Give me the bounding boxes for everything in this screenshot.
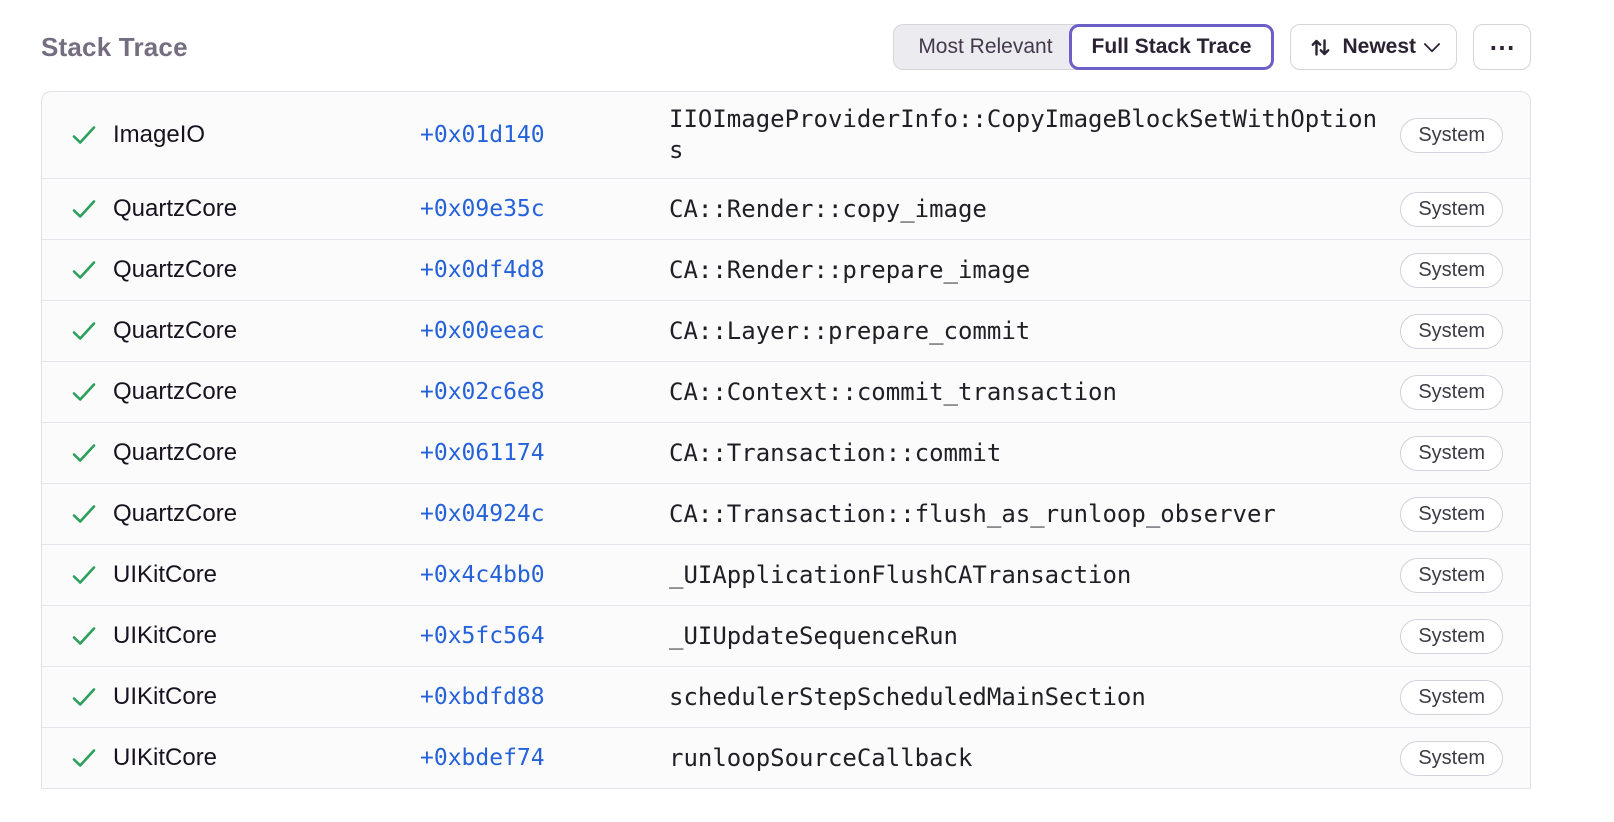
toggle-most-relevant[interactable]: Most Relevant xyxy=(893,24,1077,70)
frame-function: schedulerStepScheduledMainSection xyxy=(669,682,1146,711)
stack-frame-row[interactable]: QuartzCore +0x09e35c CA::Render::copy_im… xyxy=(42,179,1530,240)
frame-function: _UIApplicationFlushCATransaction xyxy=(669,560,1132,589)
stack-frame-row[interactable]: QuartzCore +0x04924c CA::Transaction::fl… xyxy=(42,484,1530,545)
frame-offset-link[interactable]: +0xbdfd88 xyxy=(420,684,545,710)
frame-system-badge: System xyxy=(1400,117,1503,153)
stack-trace-header: Stack Trace Most Relevant Full Stack Tra… xyxy=(41,24,1531,70)
frame-module: UIKitCore xyxy=(113,561,218,588)
stack-frame-row[interactable]: UIKitCore +0xbdfd88 schedulerStepSchedul… xyxy=(42,667,1530,728)
frame-system-badge: System xyxy=(1400,740,1503,776)
frame-module: QuartzCore xyxy=(113,256,238,283)
check-icon xyxy=(69,120,113,150)
frame-offset-link[interactable]: +0x04924c xyxy=(420,501,545,527)
frame-module: UIKitCore xyxy=(113,683,218,710)
check-icon xyxy=(69,743,113,773)
check-icon xyxy=(69,194,113,224)
stack-frame-row[interactable]: QuartzCore +0x00eeac CA::Layer::prepare_… xyxy=(42,301,1530,362)
frame-function: CA::Transaction::commit xyxy=(669,438,1002,467)
sort-button[interactable]: Newest xyxy=(1290,24,1457,70)
sort-button-label: Newest xyxy=(1342,35,1416,58)
check-icon xyxy=(69,316,113,346)
check-icon xyxy=(69,438,113,468)
stack-frame-row[interactable]: UIKitCore +0x5fc564 _UIUpdateSequenceRun… xyxy=(42,606,1530,667)
frame-module: QuartzCore xyxy=(113,500,238,527)
stack-frame-row[interactable]: UIKitCore +0xbdef74 runloopSourceCallbac… xyxy=(42,728,1530,789)
frame-system-badge: System xyxy=(1400,557,1503,593)
check-icon xyxy=(69,682,113,712)
check-icon xyxy=(69,499,113,529)
frame-function: CA::Render::prepare_image xyxy=(669,255,1031,284)
frame-function: _UIUpdateSequenceRun xyxy=(669,621,958,650)
frame-system-badge: System xyxy=(1400,313,1503,349)
frame-system-badge: System xyxy=(1400,679,1503,715)
sort-arrows-icon xyxy=(1309,36,1332,59)
more-options-button[interactable]: ⋯ xyxy=(1473,24,1531,70)
frame-function: CA::Layer::prepare_commit xyxy=(669,316,1031,345)
stack-frame-row[interactable]: ImageIO +0x01d140 IIOImageProviderInfo::… xyxy=(42,92,1530,179)
stack-frame-row[interactable]: UIKitCore +0x4c4bb0 _UIApplicationFlushC… xyxy=(42,545,1530,606)
ellipsis-icon: ⋯ xyxy=(1489,32,1515,62)
frame-system-badge: System xyxy=(1400,374,1503,410)
stack-trace-panel: Stack Trace Most Relevant Full Stack Tra… xyxy=(41,24,1531,789)
frame-offset-link[interactable]: +0x0df4d8 xyxy=(420,257,545,283)
frame-offset-link[interactable]: +0x061174 xyxy=(420,440,545,466)
stack-frame-row[interactable]: QuartzCore +0x02c6e8 CA::Context::commit… xyxy=(42,362,1530,423)
frame-system-badge: System xyxy=(1400,252,1503,288)
check-icon xyxy=(69,377,113,407)
frame-offset-link[interactable]: +0x01d140 xyxy=(420,122,545,148)
frame-function: runloopSourceCallback xyxy=(669,743,973,772)
frame-module: QuartzCore xyxy=(113,195,238,222)
frame-function: IIOImageProviderInfo::CopyImageBlockSetW… xyxy=(669,105,1378,164)
stack-frame-row[interactable]: QuartzCore +0x061174 CA::Transaction::co… xyxy=(42,423,1530,484)
frame-offset-link[interactable]: +0x02c6e8 xyxy=(420,379,545,405)
frame-module: QuartzCore xyxy=(113,378,238,405)
check-icon xyxy=(69,621,113,651)
page-title: Stack Trace xyxy=(41,31,188,62)
stack-trace-list: ImageIO +0x01d140 IIOImageProviderInfo::… xyxy=(41,91,1531,789)
frame-system-badge: System xyxy=(1400,191,1503,227)
frame-function: CA::Context::commit_transaction xyxy=(669,377,1117,406)
frame-offset-link[interactable]: +0x09e35c xyxy=(420,196,545,222)
toggle-full-stack-trace[interactable]: Full Stack Trace xyxy=(1068,24,1275,70)
frame-offset-link[interactable]: +0x00eeac xyxy=(420,318,545,344)
chevron-down-icon xyxy=(1423,35,1441,53)
check-icon xyxy=(69,560,113,590)
frame-module: ImageIO xyxy=(113,121,206,148)
frame-system-badge: System xyxy=(1400,618,1503,654)
frame-function: CA::Render::copy_image xyxy=(669,194,987,223)
frame-offset-link[interactable]: +0x5fc564 xyxy=(420,623,545,649)
frame-module: UIKitCore xyxy=(113,744,218,771)
frame-module: UIKitCore xyxy=(113,622,218,649)
check-icon xyxy=(69,255,113,285)
frame-module: QuartzCore xyxy=(113,439,238,466)
frame-system-badge: System xyxy=(1400,496,1503,532)
frame-function: CA::Transaction::flush_as_runloop_observ… xyxy=(669,499,1276,528)
frame-offset-link[interactable]: +0x4c4bb0 xyxy=(420,562,545,588)
frame-module: QuartzCore xyxy=(113,317,238,344)
stack-frame-row[interactable]: QuartzCore +0x0df4d8 CA::Render::prepare… xyxy=(42,240,1530,301)
stack-trace-controls: Most Relevant Full Stack Trace Newest ⋯ xyxy=(893,24,1531,70)
frame-system-badge: System xyxy=(1400,435,1503,471)
frame-offset-link[interactable]: +0xbdef74 xyxy=(420,745,545,771)
view-toggle-group: Most Relevant Full Stack Trace xyxy=(893,24,1275,70)
